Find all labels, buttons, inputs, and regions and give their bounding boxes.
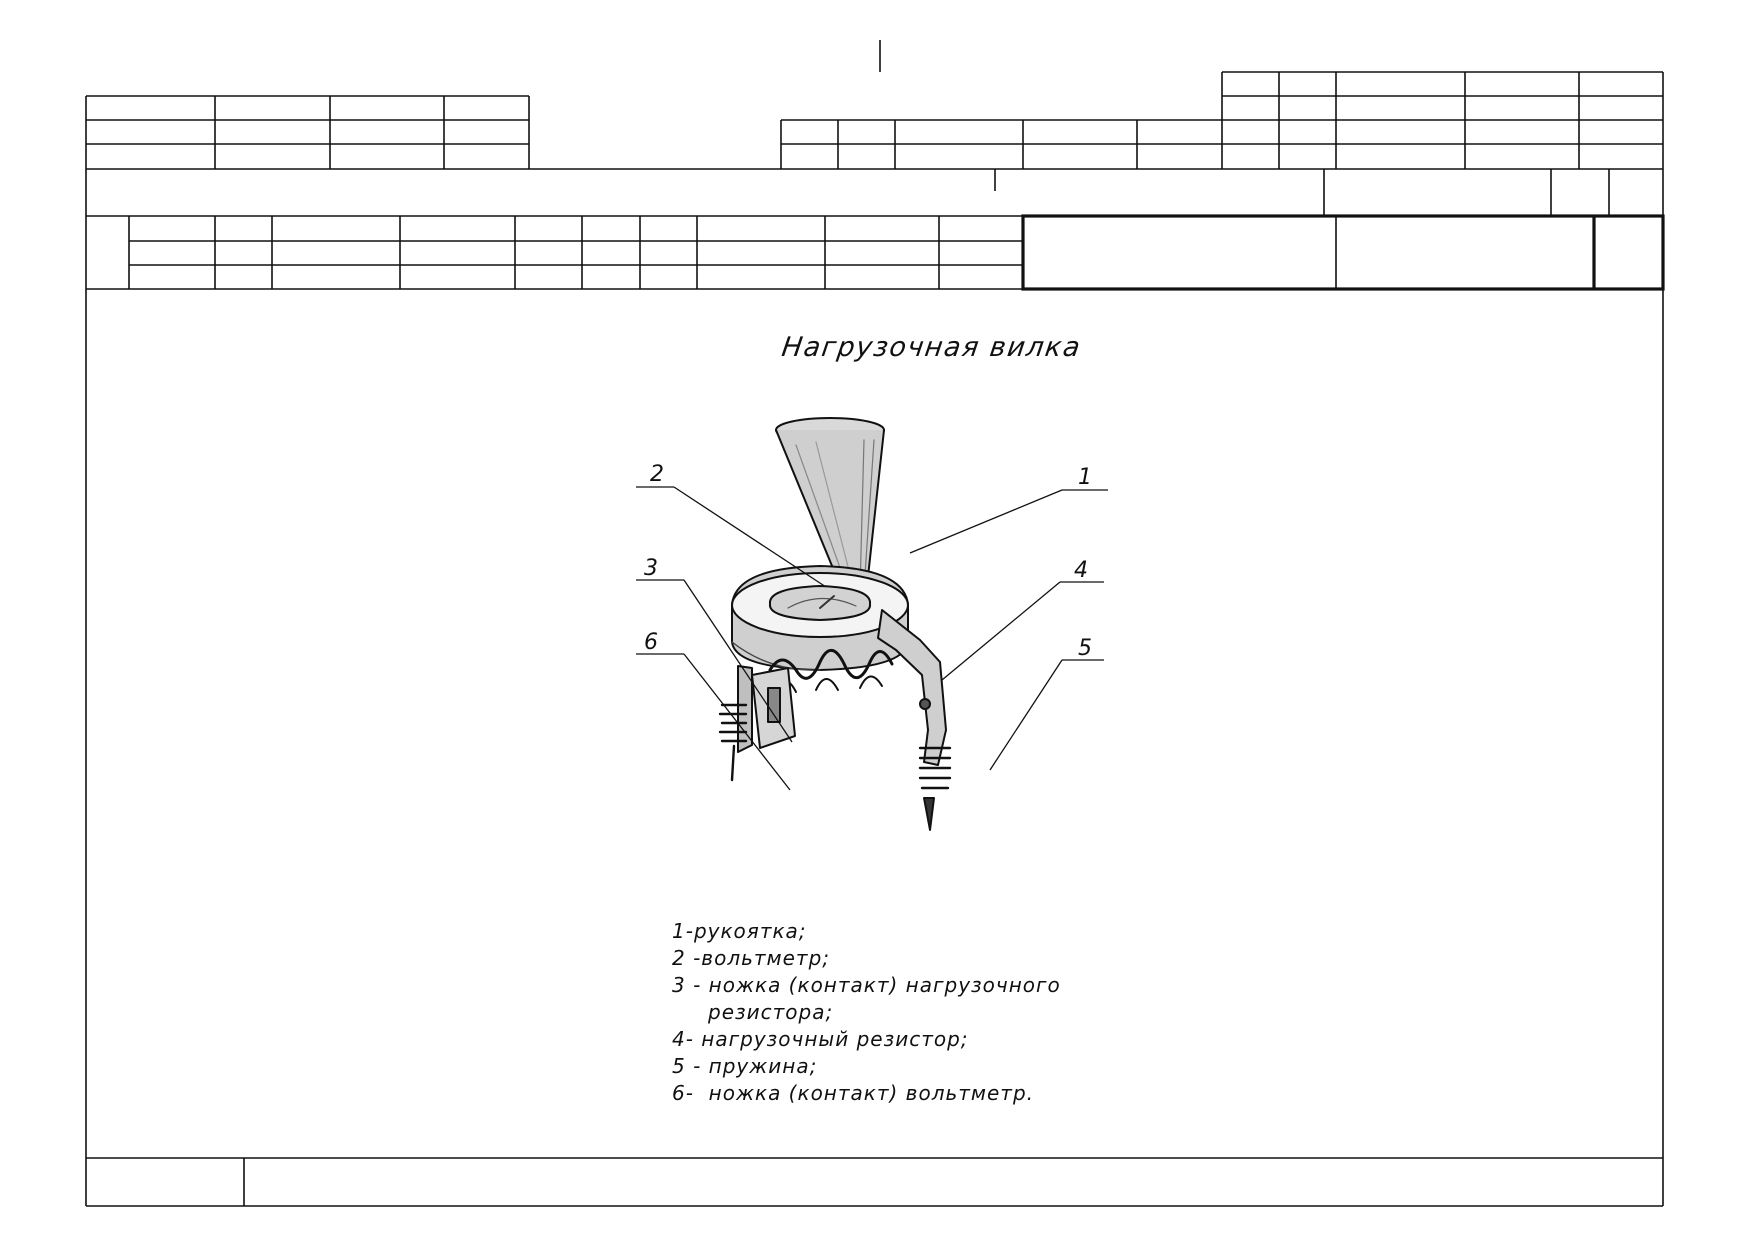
voltmeter-part	[731, 565, 909, 671]
right-spring	[918, 746, 952, 831]
load-fork-illustration	[718, 417, 952, 831]
legend-line-2: 2 -вольтметр;	[672, 946, 831, 970]
legend-line-4: 4- нагрузочный резистор;	[672, 1027, 969, 1051]
parts-legend: 1-рукоятка; 2 -вольтметр; 3 - ножка (кон…	[672, 918, 1192, 1107]
callout-1: 1	[1078, 465, 1092, 490]
callout-6: 6	[644, 630, 658, 655]
callout-5: 5	[1078, 636, 1092, 661]
callout-4: 4	[1074, 558, 1088, 583]
legend-line-3-cont: резистора;	[708, 1000, 834, 1024]
legend-line-1: 1-рукоятка;	[672, 919, 807, 943]
callout-3: 3	[644, 556, 658, 581]
legend-line-3: 3 - ножка (контакт) нагрузочного	[672, 973, 1061, 997]
legend-line-5: 5 - пружина;	[672, 1054, 818, 1078]
handle-part	[775, 417, 885, 596]
legend-line-6: 6- ножка (контакт) вольтметр.	[672, 1081, 1035, 1105]
left-contact	[718, 665, 796, 782]
resistor-bracket	[877, 609, 947, 766]
callout-2: 2	[650, 462, 664, 487]
